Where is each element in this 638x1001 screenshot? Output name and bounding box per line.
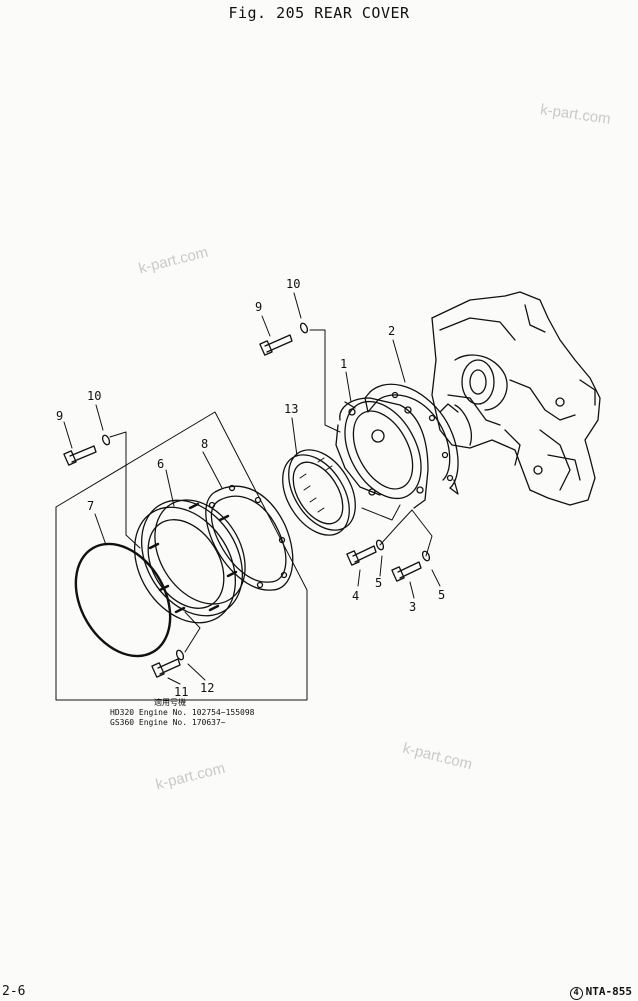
page-number: 2-6 [2,984,26,999]
callout-part-13: 13 [284,402,298,416]
callout-part-6: 6 [157,457,164,471]
callout-part-1: 1 [340,357,347,371]
callout-part-10-b: 10 [87,389,101,403]
part-4-bolt [346,545,377,566]
part-6-seal-carrier [133,499,246,624]
part-11-bolt [151,658,181,678]
part-10-washer-left [101,434,111,446]
applicability-notes: 適用号機 HD320 Engine No. 102754~155098 GS36… [110,698,255,728]
part-10-washer-upper [299,322,309,334]
applicability-header: 適用号機 [154,698,186,707]
part-9-bolt-upper [259,334,293,356]
part-9-bolt-left [63,445,97,466]
part-7-o-ring [74,542,172,658]
callout-part-8: 8 [201,437,208,451]
part-12-washer [175,649,185,661]
callout-part-7: 7 [87,499,94,513]
circled-mark: 4 [569,987,583,1000]
callout-part-5-a: 5 [375,576,382,590]
assembly-guide-lines [55,329,433,701]
part-3-bolt [391,561,422,582]
callout-part-11: 11 [174,685,188,699]
part-13-oil-seal [282,449,356,536]
applicability-row-hd320: HD320 Engine No. 102754~155098 [110,708,255,717]
applicability-row-gs360: GS360 Engine No. 170637~ [110,718,226,727]
engine-block-outline [431,291,601,506]
callout-part-3: 3 [409,600,416,614]
part-5-washer-b [421,550,431,562]
part-2-gasket [364,383,459,495]
part-5-washer-a [375,539,385,551]
engine-code-text: NTA-855 [585,985,632,998]
callout-part-2: 2 [388,324,395,338]
callout-part-9-b: 9 [56,409,63,423]
callout-part-4: 4 [352,589,359,603]
callout-part-12: 12 [200,681,214,695]
callout-part-10-a: 10 [286,277,300,291]
callout-part-9-a: 9 [255,300,262,314]
leader-lines [63,292,441,685]
figure-title: Fig. 205 REAR COVER [228,4,410,22]
callout-part-5-b: 5 [438,588,445,602]
part-1-rear-cover [335,397,429,509]
